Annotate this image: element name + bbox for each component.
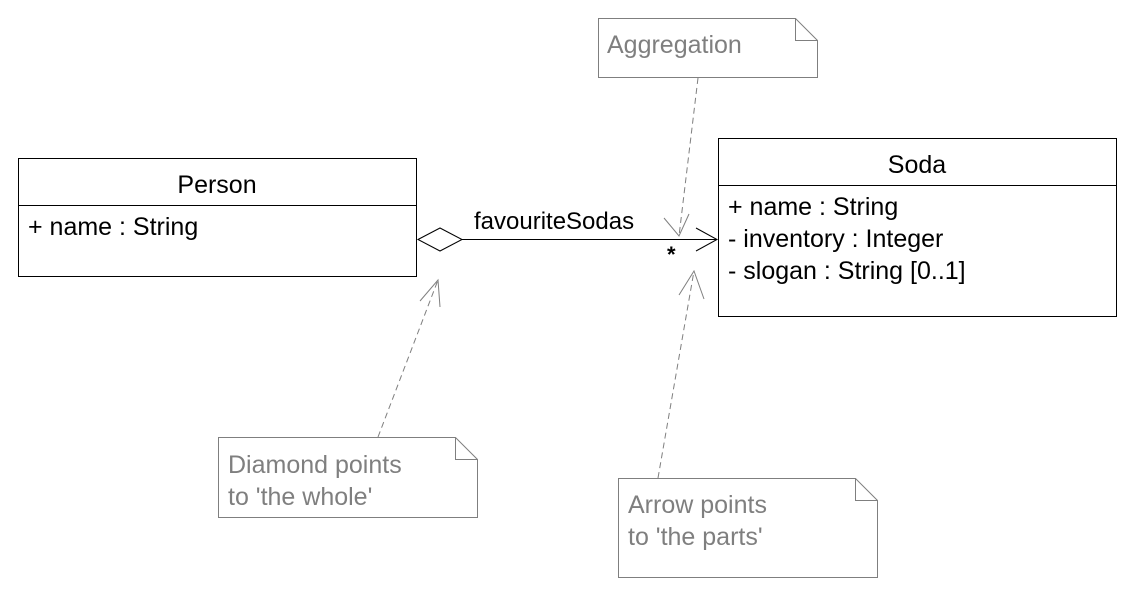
note-diamond[interactable]: Diamond points to 'the whole' <box>218 437 478 518</box>
note-arrow-text: to 'the parts' <box>628 523 763 551</box>
note-aggregation-connector <box>663 77 699 237</box>
aggregation-association[interactable]: favouriteSodas * <box>416 208 719 267</box>
note-arrow-text: Arrow points <box>628 491 767 519</box>
aggregation-diamond-icon <box>416 227 464 252</box>
connector-arrowhead-icon <box>663 213 690 237</box>
multiplicity-label: * <box>667 242 676 267</box>
class-soda[interactable]: Soda + name : String - inventory : Integ… <box>718 138 1117 317</box>
note-diamond-text: Diamond points <box>228 451 402 479</box>
note-aggregation-text: Aggregation <box>607 31 742 59</box>
class-person-attribute: + name : String <box>28 213 198 241</box>
class-soda-attribute: - inventory : Integer <box>728 225 943 253</box>
connector-arrowhead-icon <box>678 269 705 300</box>
note-aggregation[interactable]: Aggregation <box>598 18 818 78</box>
dashed-connector <box>678 77 699 237</box>
class-person-title: Person <box>177 171 256 199</box>
note-arrow-box <box>618 478 878 578</box>
note-diamond-text: to 'the whole' <box>228 483 372 511</box>
note-arrow[interactable]: Arrow points to 'the parts' <box>618 478 878 578</box>
note-diamond-connector <box>377 278 441 438</box>
note-fold-icon <box>455 437 478 460</box>
connector-arrowhead-icon <box>419 278 441 308</box>
dashed-connector <box>377 279 439 438</box>
note-diamond-box <box>218 437 478 518</box>
note-aggregation-box <box>598 18 818 78</box>
note-arrow-connector <box>657 269 705 479</box>
note-fold-icon <box>855 478 878 501</box>
class-soda-box <box>718 138 1117 317</box>
dashed-connector <box>657 270 695 479</box>
class-person-box <box>18 158 417 277</box>
class-person[interactable]: Person + name : String <box>18 158 417 277</box>
navigability-arrowhead-icon <box>695 227 719 252</box>
note-fold-icon <box>795 18 818 41</box>
class-soda-title: Soda <box>888 151 946 179</box>
association-role-label: favouriteSodas <box>474 208 634 235</box>
class-soda-attribute: + name : String <box>728 193 898 221</box>
class-soda-attribute: - slogan : String [0..1] <box>728 257 966 285</box>
